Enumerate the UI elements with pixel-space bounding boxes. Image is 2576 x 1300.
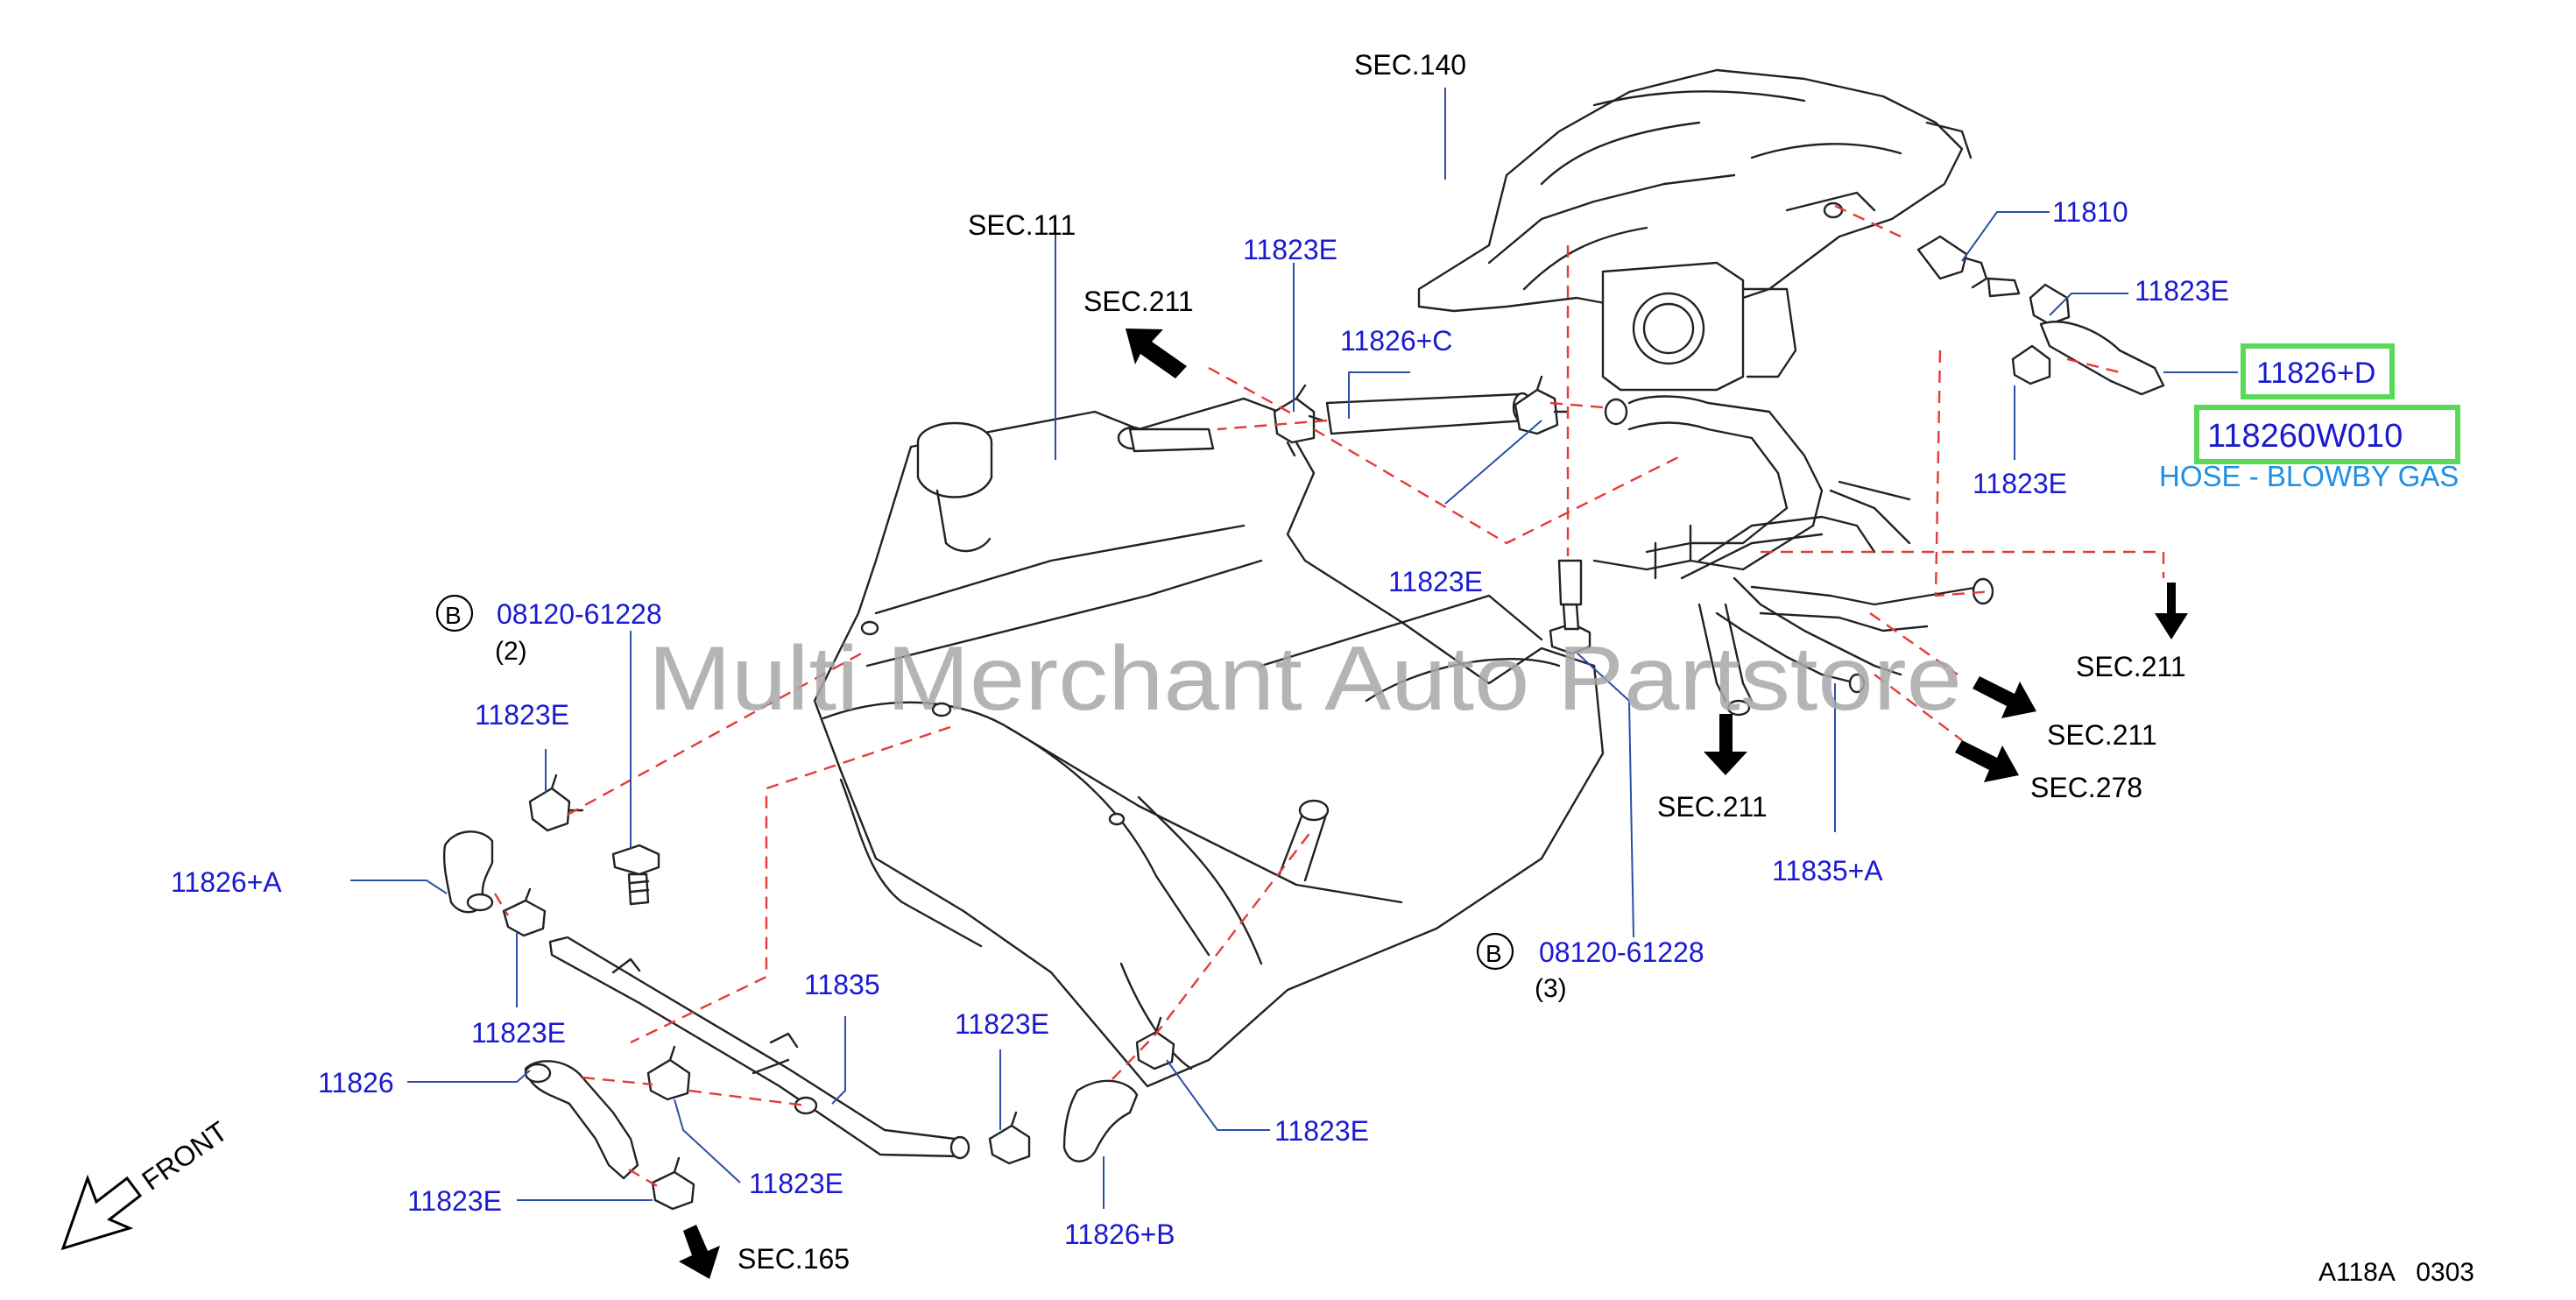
- section-arrow-icon: [1973, 676, 2036, 718]
- label-sec165[interactable]: SEC.165: [738, 1243, 850, 1275]
- label-sec211-right1[interactable]: SEC.211: [2076, 651, 2186, 682]
- label-11823e-left1[interactable]: 11823E: [475, 699, 569, 731]
- label-11823e-right[interactable]: 11823E: [1973, 468, 2067, 499]
- drawing-code: A118A 0303: [2318, 1258, 2474, 1287]
- label-11835a[interactable]: 11835+A: [1772, 855, 1883, 887]
- section-arrow-icon: [1704, 714, 1747, 775]
- front-label: FRONT: [136, 1115, 233, 1197]
- label-11823e-top[interactable]: 11823E: [1243, 234, 1337, 265]
- label-sec211-mid[interactable]: SEC.211: [1657, 791, 1768, 823]
- part-callout-box[interactable]: [2241, 343, 2395, 399]
- hose-11826c-drawing: [1273, 375, 1570, 457]
- bolt-right-drawing: [1549, 559, 1591, 655]
- engine-block-drawing: [813, 397, 1605, 1088]
- label-bolt-right-qty: (3): [1535, 974, 1567, 1003]
- label-sec211-right2[interactable]: SEC.211: [2047, 719, 2157, 751]
- connection-lines: [493, 204, 2165, 1189]
- label-11823e-bottom3[interactable]: 11823E: [749, 1168, 843, 1199]
- leader-lines: [350, 88, 2238, 1209]
- section-arrow-icon: [1126, 329, 1187, 378]
- label-11823e-bottom2[interactable]: 11823E: [1274, 1115, 1369, 1147]
- breather-tube-11835-drawing: [442, 774, 1175, 1211]
- label-sec111[interactable]: SEC.111: [968, 209, 1076, 241]
- part-number-box[interactable]: [2194, 405, 2460, 464]
- label-11826b[interactable]: 11826+B: [1064, 1219, 1175, 1250]
- label-sec211-top[interactable]: SEC.211: [1083, 286, 1194, 317]
- intake-manifold-drawing: [1417, 68, 1973, 392]
- label-sec140[interactable]: SEC.140: [1354, 49, 1466, 81]
- label-part-description: HOSE - BLOWBY GAS: [2159, 460, 2459, 492]
- watermark: Multi Merchant Auto Partstore: [648, 628, 1962, 730]
- label-11835[interactable]: 11835: [804, 969, 880, 1000]
- label-11823e-bottom1[interactable]: 11823E: [955, 1008, 1049, 1040]
- label-11823e-top-right[interactable]: 11823E: [2135, 275, 2229, 307]
- label-11823e-mid[interactable]: 11823E: [1388, 566, 1483, 597]
- front-arrow-icon: [60, 1174, 143, 1251]
- label-bolt-left[interactable]: 08120-61228: [497, 598, 662, 630]
- section-arrow-icon: [2155, 583, 2188, 639]
- bolt-code-circle-right: [1476, 932, 1514, 971]
- label-11826[interactable]: 11826: [318, 1067, 394, 1099]
- label-11826a[interactable]: 11826+A: [171, 866, 282, 898]
- label-bolt-left-qty: (2): [495, 637, 527, 666]
- pcv-valve-drawing: [1916, 235, 2165, 396]
- section-arrow-icon: [1955, 740, 2019, 782]
- pcv-tube-11835a-drawing: [1592, 395, 1994, 717]
- bolt-code-left: B: [445, 602, 462, 629]
- label-11823e-bottom4[interactable]: 11823E: [407, 1185, 502, 1217]
- label-sec278[interactable]: SEC.278: [2030, 772, 2142, 803]
- label-11810[interactable]: 11810: [2052, 196, 2128, 228]
- label-11826d[interactable]: 11826+D: [2256, 357, 2375, 390]
- bolt-code-right: B: [1486, 940, 1502, 967]
- label-11826c[interactable]: 11826+C: [1340, 325, 1452, 357]
- bolt-code-circle-left: [435, 594, 474, 632]
- section-arrows: [679, 329, 2188, 1279]
- section-arrow-icon: [679, 1225, 720, 1279]
- label-part-number[interactable]: 118260W010: [2207, 418, 2403, 455]
- label-bolt-right[interactable]: 08120-61228: [1539, 936, 1704, 968]
- label-11823e-left2[interactable]: 11823E: [471, 1017, 566, 1049]
